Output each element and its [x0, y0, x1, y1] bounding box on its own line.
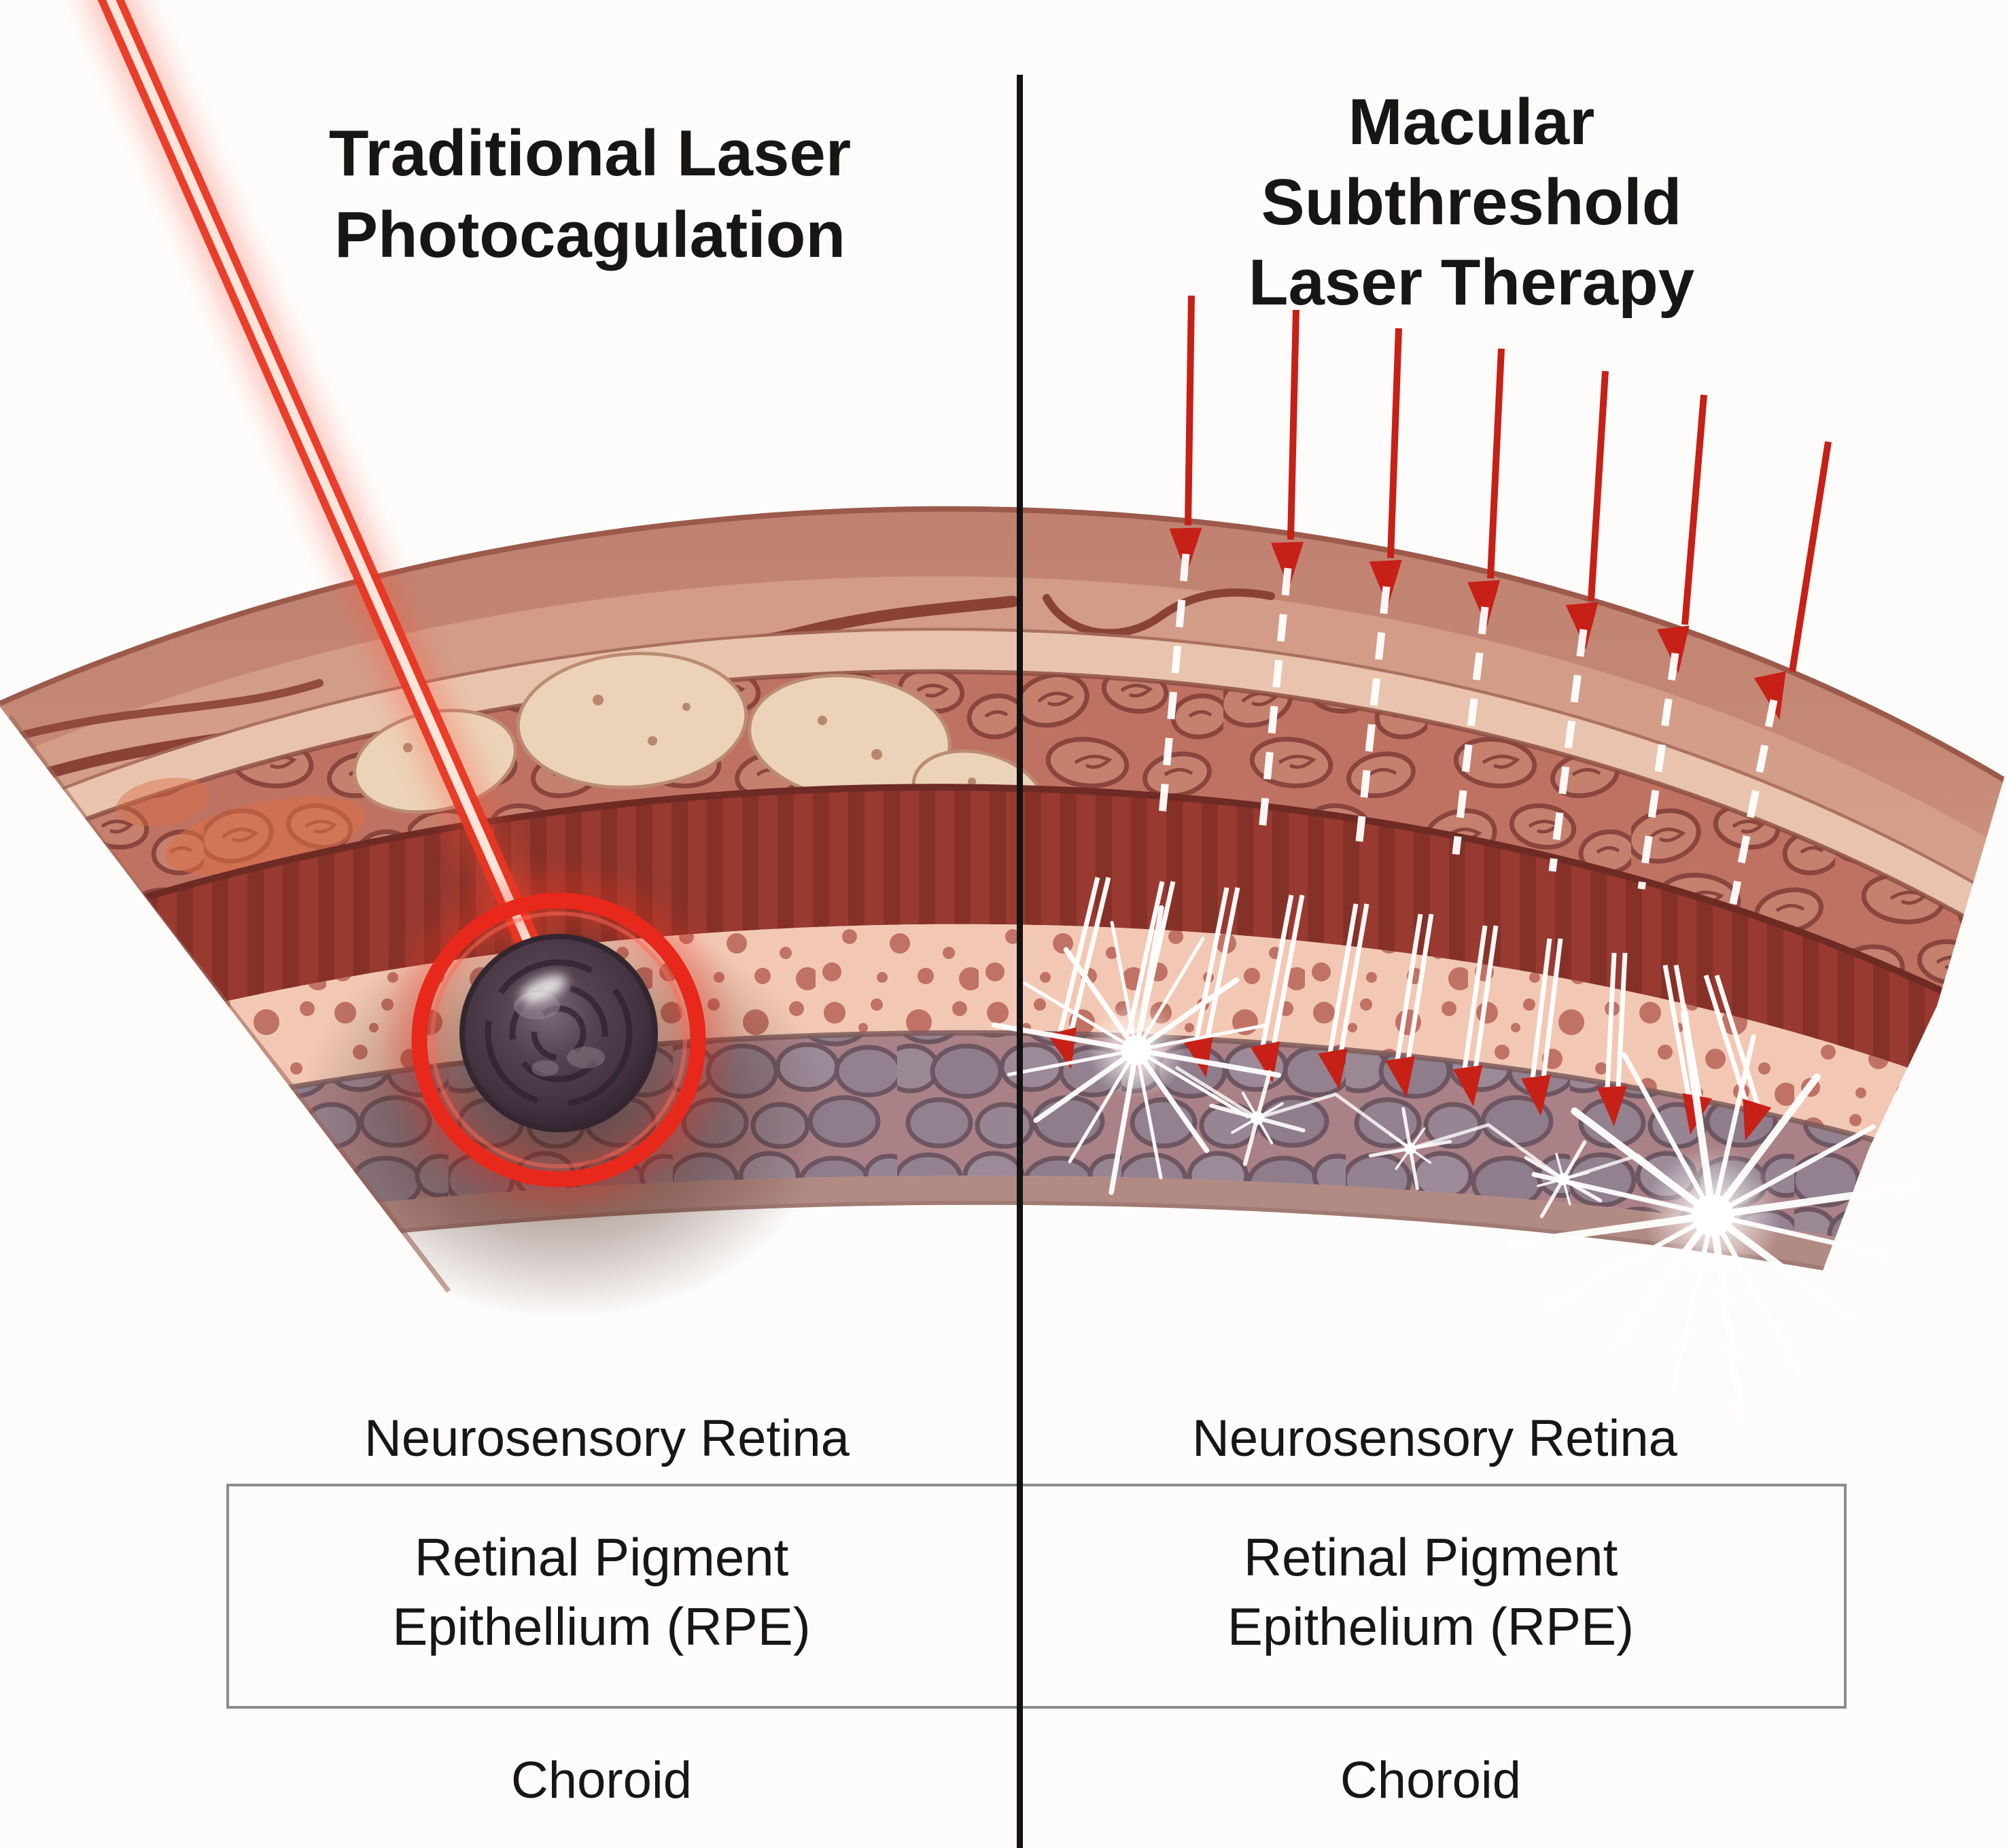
laser-arrow — [1656, 394, 1707, 674]
laser-arrow — [1169, 295, 1202, 574]
laser-arrow — [1271, 309, 1304, 589]
right-panel-title-line3: Laser Therapy — [1249, 246, 1694, 319]
subthreshold-laser-arrows — [1169, 295, 1832, 720]
left-neurosensory-label: Neurosensory Retina — [364, 1410, 850, 1467]
layer-nerve-fiber-band — [0, 508, 2007, 904]
left-panel-title-line2: Photocagulation — [334, 198, 845, 271]
right-rpe-label-line2: Epithelium (RPE) — [1227, 1597, 1634, 1656]
laser-arrow — [1369, 328, 1402, 607]
right-panel-title-line1: Macular — [1348, 86, 1595, 158]
traditional-laser-beam — [83, 0, 571, 997]
divider-line — [1017, 75, 1023, 1848]
left-choroid-label: Choroid — [511, 1751, 692, 1809]
right-panel-title-line2: Subthreshold — [1261, 166, 1682, 239]
laser-burn-ring — [392, 873, 725, 1206]
laser-arrow — [1565, 370, 1609, 650]
left-rpe-label-line1: Retinal Pigment — [415, 1527, 789, 1587]
laser-arrow — [1467, 348, 1505, 627]
laser-arrow — [1753, 441, 1832, 720]
right-neurosensory-label: Neurosensory Retina — [1192, 1410, 1678, 1467]
left-panel-title-line1: Traditional Laser — [329, 117, 851, 190]
left-rpe-label-line2: Epithellium (RPE) — [392, 1597, 811, 1656]
rpe-energy-trace — [1174, 1065, 1704, 1208]
rpe-label-box — [226, 1484, 1847, 1709]
laser-burn-lesion — [459, 934, 658, 1132]
right-choroid-label: Choroid — [1340, 1751, 1521, 1809]
dashed-laser-paths — [1157, 553, 1778, 905]
right-rpe-label-line1: Retinal Pigment — [1244, 1527, 1618, 1587]
